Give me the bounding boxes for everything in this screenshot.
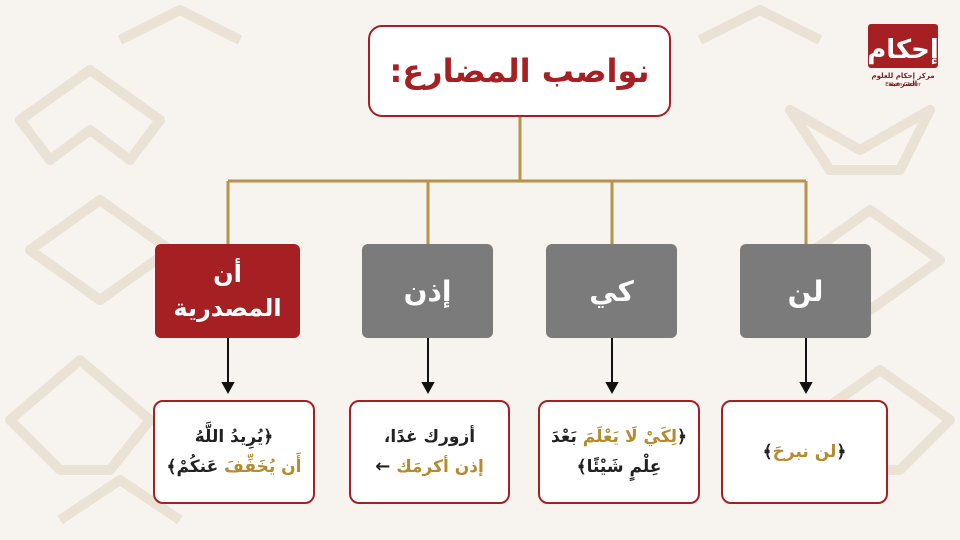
category-kay-label: كي <box>589 274 634 308</box>
category-kay: كي <box>546 244 677 338</box>
example-kay-open-bracket: ﴿ <box>677 427 687 447</box>
example-an: ﴿يُرِيدُ اللَّهُ أَن يُخَفِّفَ عَنكُمْ﴾ <box>153 400 315 504</box>
example-kay-rest: بَعْدَ <box>551 427 577 447</box>
logo: إحكام مركز إحكام للعلوم الشرعية Ehkam Ce… <box>866 22 940 90</box>
logo-subtitle: مركز إحكام للعلوم الشرعية <box>871 72 935 88</box>
example-lan-highlight: لن نبرحَ <box>772 442 837 462</box>
example-an-rest: عَنكُمْ﴾ <box>166 457 219 477</box>
example-an-line1: ﴿يُرِيدُ اللَّهُ <box>194 427 274 447</box>
category-an-label-line2: المصدرية <box>173 294 282 322</box>
example-kay-line1: ﴿لِكَيْ لَا يَعْلَمَ بَعْدَ <box>551 422 687 452</box>
example-lan-line: ﴿لن نبرحَ﴾ <box>763 437 847 467</box>
example-kay-line2: عِلْمٍ شَيْئًا﴾ <box>576 457 662 477</box>
example-lan: ﴿لن نبرحَ﴾ <box>721 400 888 504</box>
page-title: نواصب المضارع: <box>389 52 650 90</box>
example-an-highlight: أَن يُخَفِّفَ <box>224 457 302 477</box>
category-lan: لن <box>740 244 871 338</box>
category-idhan-label: إذن <box>403 274 452 308</box>
category-an: أن المصدرية <box>155 244 300 338</box>
example-idhan-line2: إذن أكرمَك ← <box>375 452 484 482</box>
logo-name: إحكام <box>867 35 939 65</box>
example-idhan: أزورك غدًا، إذن أكرمَك ← <box>349 400 510 504</box>
example-kay: ﴿لِكَيْ لَا يَعْلَمَ بَعْدَ عِلْمٍ شَيْئ… <box>538 400 700 504</box>
example-lan-close-bracket: ﴾ <box>762 442 773 462</box>
logo-mark: إحكام <box>867 24 939 68</box>
example-lan-open-bracket: ﴿ <box>836 442 847 462</box>
example-kay-highlight: لِكَيْ لَا يَعْلَمَ <box>582 427 677 447</box>
example-idhan-line1: أزورك غدًا، <box>383 427 476 447</box>
logo-tagline: Ehkam Center <box>885 82 921 88</box>
category-lan-label: لن <box>787 274 824 308</box>
example-idhan-highlight: إذن أكرمَك <box>396 457 484 477</box>
category-idhan: إذن <box>362 244 493 338</box>
arrow-left-icon: ← <box>375 456 391 477</box>
title-box: نواصب المضارع: <box>368 25 671 117</box>
example-an-line2: أَن يُخَفِّفَ عَنكُمْ﴾ <box>166 452 301 482</box>
category-an-label-line1: أن <box>213 260 242 288</box>
